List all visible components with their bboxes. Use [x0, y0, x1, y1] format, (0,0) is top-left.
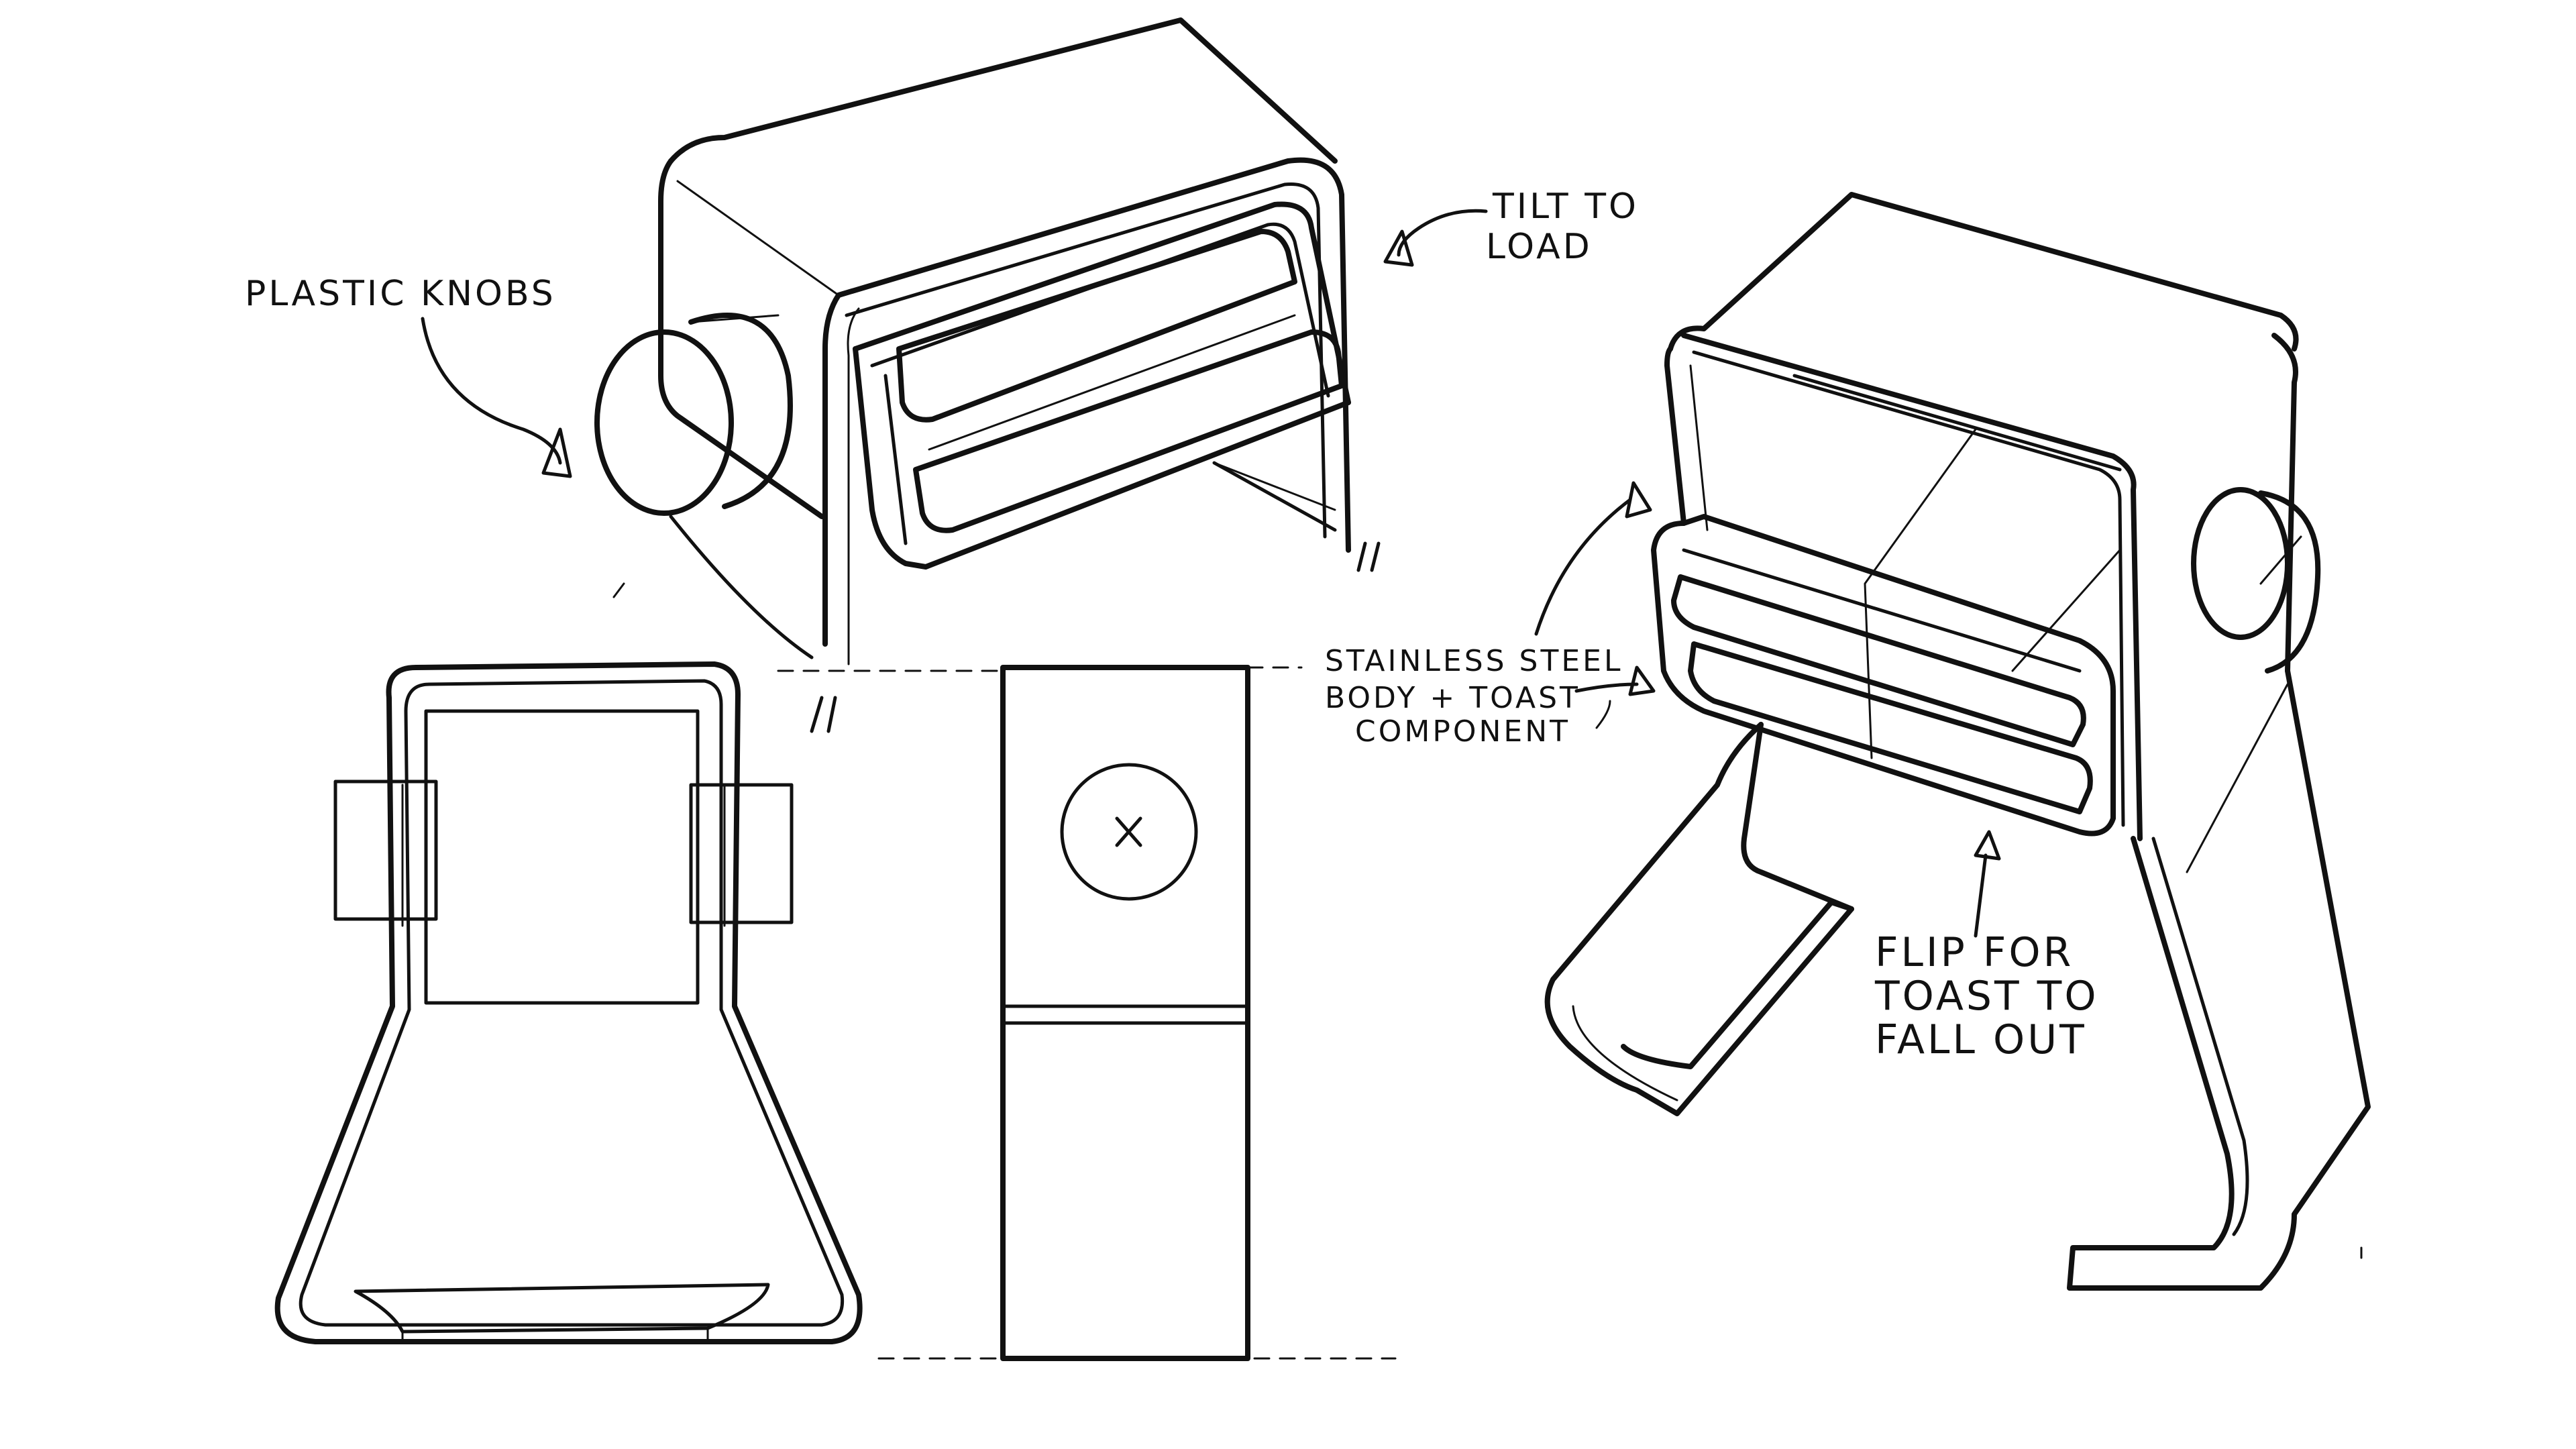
front-elevation-view — [274, 661, 1001, 1360]
arrowhead-icon — [1383, 229, 1414, 267]
label-flip-line-2: TOAST TO — [1874, 973, 2099, 1020]
label-stainless-line-3: COMPONENT — [1355, 714, 1570, 749]
label-tilt-line-2: LOAD — [1486, 227, 1593, 267]
isometric-toaster-flipped — [1544, 192, 2371, 1291]
arrowhead-icon — [541, 427, 572, 478]
isometric-toaster-closed — [594, 17, 1381, 733]
close-icon — [1115, 816, 1142, 847]
arrowhead-icon — [1974, 830, 2001, 861]
label-plastic-knobs: PLASTIC KNOBS — [245, 274, 556, 314]
arrowhead-icon — [1628, 665, 1656, 696]
side-elevation-view — [1000, 665, 1397, 1361]
label-flip-line-1: FLIP FOR — [1875, 929, 2074, 976]
annotation-tilt-to-load: TILT TO LOAD — [1383, 186, 1639, 267]
label-flip-line-3: FALL OUT — [1875, 1016, 2087, 1063]
label-tilt-line-1: TILT TO — [1492, 186, 1639, 227]
arrowhead-icon — [1625, 481, 1652, 519]
label-stainless-line-1: STAINLESS STEEL — [1325, 644, 1623, 678]
annotation-plastic-knobs: PLASTIC KNOBS — [245, 274, 572, 478]
annotation-stainless-steel: STAINLESS STEEL BODY + TOAST COMPONENT — [1325, 481, 1656, 749]
annotation-flip-for-toast: FLIP FOR TOAST TO FALL OUT — [1874, 830, 2099, 1063]
label-stainless-line-2: BODY + TOAST — [1325, 681, 1580, 715]
